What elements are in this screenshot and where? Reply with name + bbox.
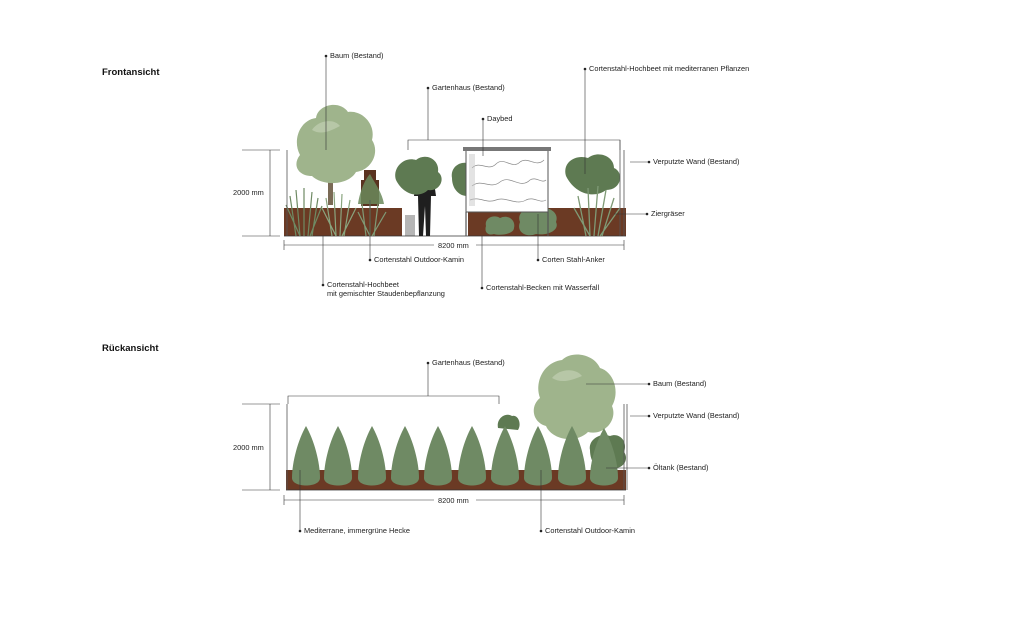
- front-daybed-base: [405, 215, 415, 236]
- back-hedge: [292, 426, 618, 486]
- label-front-hochbeet-line1: Cortenstahl-Hochbeet: [327, 280, 399, 289]
- front-fireplace: [358, 170, 384, 206]
- label-back-gartenhaus: Gartenhaus (Bestand): [432, 358, 505, 367]
- front-height-label: 2000 mm: [233, 188, 264, 197]
- back-annotations: Gartenhaus (Bestand) Baum (Bestand) Verp…: [298, 358, 739, 535]
- label-front-anker: Corten Stahl-Anker: [542, 255, 605, 264]
- label-front-gartenhaus: Gartenhaus (Bestand): [432, 83, 505, 92]
- back-gartenhaus-outline: [287, 395, 500, 404]
- label-front-baum: Baum (Bestand): [330, 51, 383, 60]
- back-height-dimension: 2000 mm: [233, 403, 280, 491]
- front-width-label: 8200 mm: [438, 241, 469, 250]
- back-height-label: 2000 mm: [233, 443, 264, 452]
- label-back-oeltank: Öltank (Bestand): [653, 463, 708, 472]
- back-view-title: Rückansicht: [102, 343, 159, 354]
- front-annotations: Baum (Bestand) Gartenhaus (Bestand) Dayb…: [321, 51, 749, 298]
- front-daybed-frame: [463, 147, 551, 236]
- label-front-daybed: Daybed: [487, 114, 512, 123]
- label-back-kamin: Cortenstahl Outdoor-Kamin: [545, 526, 635, 535]
- front-view-title: Frontansicht: [102, 67, 160, 78]
- label-front-hochbeet-line2: mit gemischter Staudenbepflanzung: [327, 289, 445, 298]
- label-back-hecke: Mediterrane, immergrüne Hecke: [304, 526, 410, 535]
- front-width-dimension: 8200 mm: [283, 240, 625, 250]
- label-front-ziergraeser: Ziergräser: [651, 209, 685, 218]
- back-width-label: 8200 mm: [438, 496, 469, 505]
- label-front-kamin: Cortenstahl Outdoor-Kamin: [374, 255, 464, 264]
- front-grasses-right: [573, 185, 621, 237]
- back-elevation: 2000 mm 8200 mm Gartenhaus (Bestand) Bau…: [233, 354, 739, 535]
- front-elevation: 2000 mm 8200 mm Baum (Bestand) Gartenhau…: [233, 51, 749, 298]
- label-front-wand: Verputzte Wand (Bestand): [653, 157, 739, 166]
- label-back-wand: Verputzte Wand (Bestand): [653, 411, 739, 420]
- front-height-dimension: 2000 mm: [233, 149, 280, 237]
- label-front-becken: Cortenstahl-Becken mit Wasserfall: [486, 283, 599, 292]
- back-width-dimension: 8200 mm: [283, 495, 625, 505]
- label-back-baum: Baum (Bestand): [653, 379, 706, 388]
- back-small-shrub: [497, 414, 520, 430]
- label-front-hochbeet-med: Cortenstahl-Hochbeet mit mediterranen Pf…: [589, 64, 749, 73]
